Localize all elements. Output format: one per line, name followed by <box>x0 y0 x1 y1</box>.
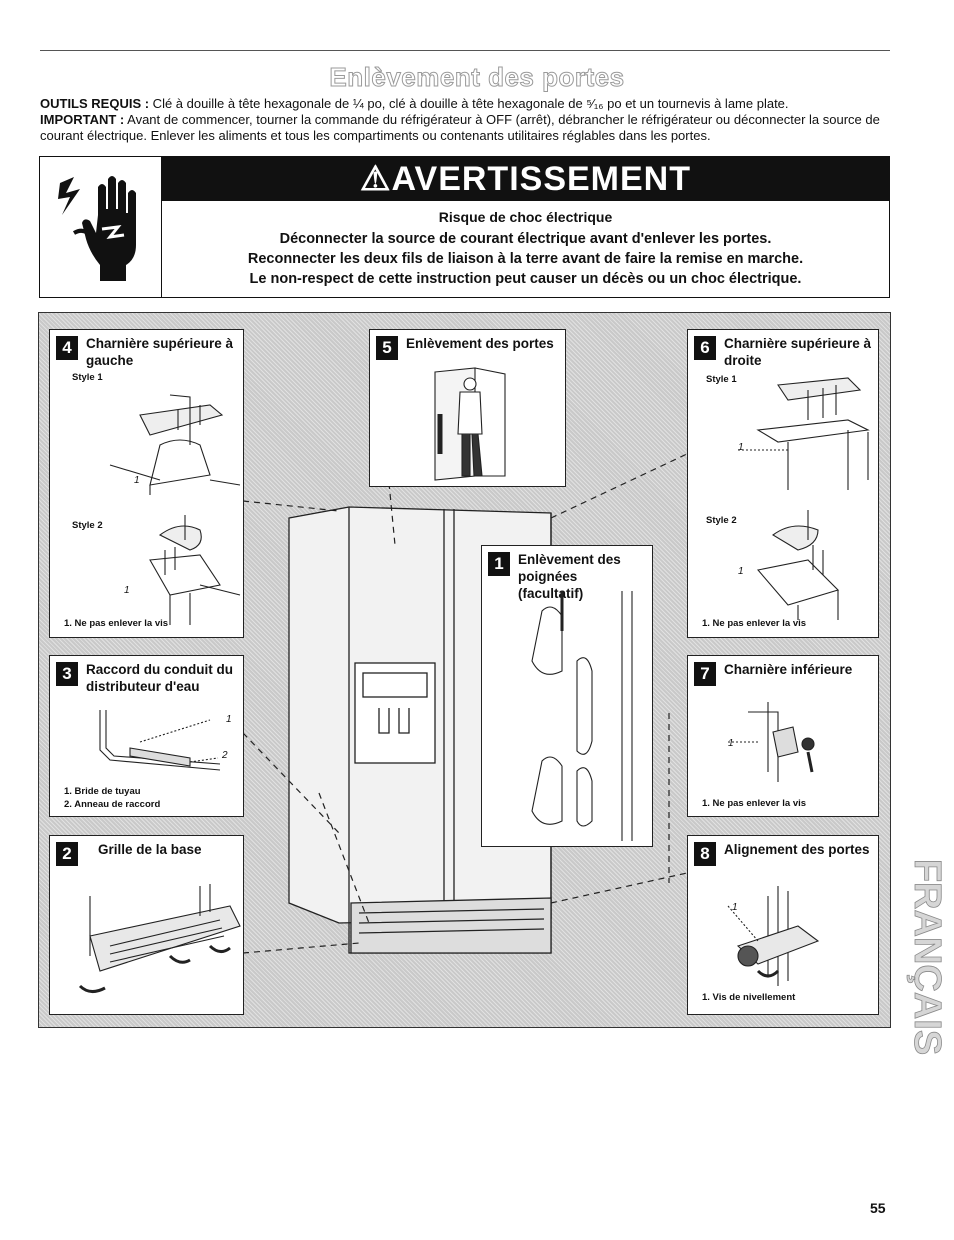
page-number: 55 <box>870 1200 886 1216</box>
step-4-title: Charnière supérieure à gauche <box>86 336 234 368</box>
tools-label: OUTILS REQUIS : <box>40 96 150 111</box>
important-text: Avant de commencer, tourner la commande … <box>40 112 880 143</box>
top-rule <box>40 50 890 51</box>
warning-banner-text: AVERTISSEMENT <box>391 160 691 198</box>
step-3-panel: 3 Raccord du conduit du distributeur d'e… <box>49 655 244 817</box>
step-7-panel: 7 Charnière inférieure 1 1. Ne pas enlev… <box>687 655 879 817</box>
page-title: Enlèvement des portes <box>329 62 625 93</box>
step-6-style-1-label: Style 1 <box>706 374 737 385</box>
step-8-caption: 1. Vis de nivellement <box>702 992 796 1003</box>
step-6-caption: 1. Ne pas enlever la vis <box>702 618 807 629</box>
step-3-caption-2: 2. Anneau de raccord <box>64 799 161 810</box>
step-6-title: Charnière supérieure à droite <box>724 336 872 368</box>
water-line-coupling-illustration <box>99 710 221 771</box>
warning-subtitle: Risque de choc électrique <box>438 209 613 225</box>
important-paragraph: IMPORTANT : Avant de commencer, tourner … <box>40 112 890 144</box>
warning-line-2: Reconnecter les deux fils de liaison à l… <box>247 251 804 267</box>
step-3-number: 3 <box>56 662 78 686</box>
right-top-hinge-style-1-illustration <box>738 377 870 490</box>
step-5-number: 5 <box>376 336 398 360</box>
step-4-callout-1a: 1 <box>134 475 140 486</box>
step-8-number: 8 <box>694 842 716 866</box>
step-1-title: Enlèvement des poignées (facultatif) <box>518 552 621 601</box>
left-top-hinge-style-2-illustration <box>149 515 241 625</box>
electric-shock-hand-icon <box>58 176 136 281</box>
step-8-title: Alignement des portes <box>724 842 870 857</box>
important-label: IMPORTANT : <box>40 112 125 127</box>
step-3-caption-1: 1. Bride de tuyau <box>64 786 141 797</box>
step-4-panel: 4 Charnière supérieure à gauche Style 1 … <box>49 329 244 638</box>
step-6-callout-1b: 1 <box>738 566 744 577</box>
step-7-callout-1: 1 <box>728 738 734 749</box>
left-top-hinge-style-1-illustration <box>109 394 241 495</box>
step-2-panel: 2 Grille de la base <box>49 835 244 1015</box>
step-8-panel: 8 Alignement des portes 1 1. Vis de nive… <box>687 835 879 1015</box>
step-7-caption: 1. Ne pas enlever la vis <box>702 798 807 809</box>
warning-icon-cell <box>40 157 162 297</box>
step-6-callout-1a: 1 <box>738 442 744 453</box>
tools-text: Clé à douille à tête hexagonale de ¼ po,… <box>149 96 789 111</box>
step-4-number: 4 <box>56 336 78 360</box>
warning-line-3: Le non-respect de cette instruction peut… <box>249 271 802 287</box>
step-6-style-2-label: Style 2 <box>706 515 737 526</box>
door-lifting-illustration <box>434 367 506 481</box>
warning-banner: ⚠AVERTISSEMENT <box>162 157 889 201</box>
base-grille-illustration <box>78 884 241 993</box>
step-3-callout-2: 2 <box>222 750 228 761</box>
door-removal-diagram: 4 Charnière supérieure à gauche Style 1 … <box>38 312 891 1028</box>
step-6-panel: 6 Charnière supérieure à droite Style 1 … <box>687 329 879 638</box>
step-1-panel: 1 Enlèvement des poignées (facultatif) <box>481 545 653 847</box>
step-4-style-2-label: Style 2 <box>72 520 103 531</box>
right-top-hinge-style-2-illustration <box>756 510 840 620</box>
door-alignment-illustration <box>727 886 820 986</box>
step-4-style-1-label: Style 1 <box>72 372 103 383</box>
step-7-number: 7 <box>694 662 716 686</box>
step-2-title: Grille de la base <box>98 842 202 857</box>
step-6-number: 6 <box>694 336 716 360</box>
bottom-hinge-illustration <box>728 702 815 782</box>
intro-text: OUTILS REQUIS : Clé à douille à tête hex… <box>40 96 890 144</box>
warning-box: ⚠AVERTISSEMENT Risque de choc électrique… <box>39 156 890 298</box>
language-side-tab: FRANÇAIS <box>906 858 949 1055</box>
handle-removal-illustration <box>531 591 633 841</box>
step-3-callout-1: 1 <box>226 714 232 725</box>
step-5-title: Enlèvement des portes <box>406 336 554 351</box>
step-8-callout-1: 1 <box>732 902 738 913</box>
language-side-tab-text: FRANÇAIS <box>906 859 948 1055</box>
step-5-panel: 5 Enlèvement des portes <box>369 329 566 487</box>
step-3-title: Raccord du conduit du distributeur d'eau <box>86 662 233 694</box>
warning-text: Risque de choc électrique Déconnecter la… <box>162 207 889 289</box>
warning-triangle-icon: ⚠ <box>360 160 392 198</box>
step-7-title: Charnière inférieure <box>724 662 853 677</box>
step-1-number: 1 <box>488 552 510 576</box>
warning-line-1: Déconnecter la source de courant électri… <box>279 231 772 247</box>
step-4-callout-1b: 1 <box>124 585 130 596</box>
step-4-caption: 1. Ne pas enlever la vis <box>64 618 169 629</box>
step-2-number: 2 <box>56 842 78 866</box>
tools-paragraph: OUTILS REQUIS : Clé à douille à tête hex… <box>40 96 890 112</box>
